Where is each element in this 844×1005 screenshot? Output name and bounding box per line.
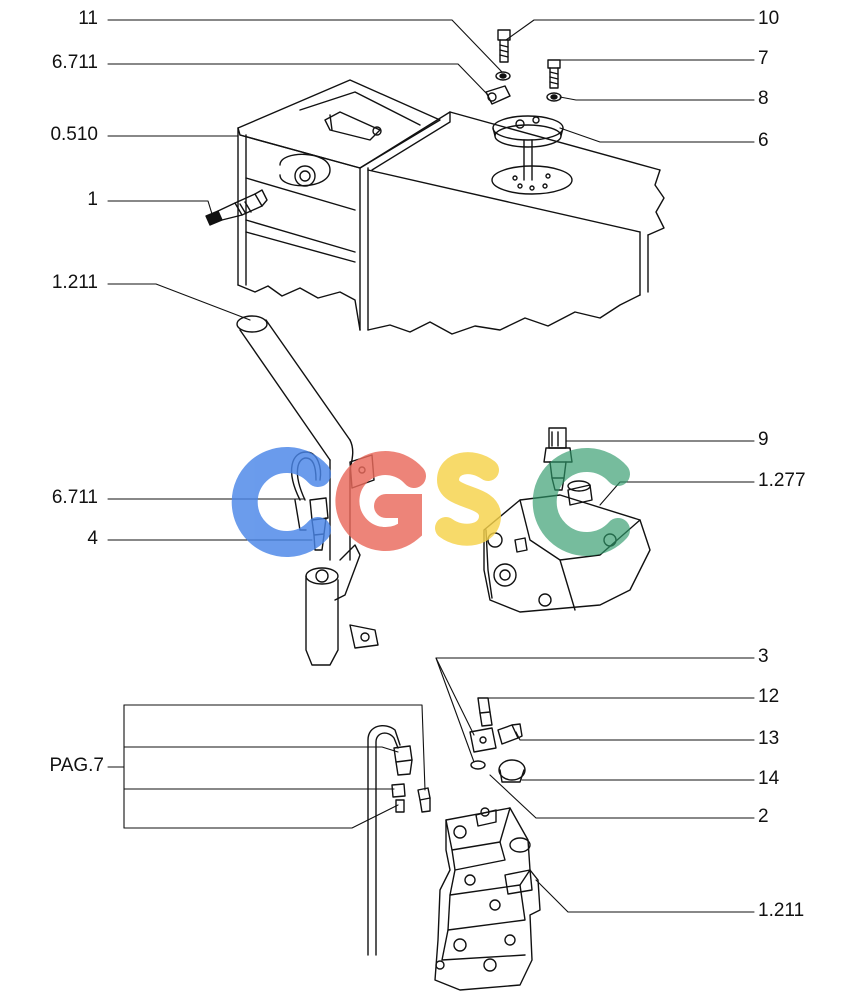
label-0-510: 0.510 [50,124,98,145]
label-1-277: 1.277 [758,470,806,491]
watermark-letter-g [335,451,426,552]
watermark-letter-c1 [231,447,331,557]
sensor-1-drawing [205,189,268,226]
label-12: 12 [758,686,780,707]
cgsc-watermark [231,447,630,557]
label-10: 10 [758,8,780,29]
watermark-letter-c2 [532,448,630,556]
label-4: 4 [87,528,98,549]
label-1: 1 [87,189,98,210]
fuel-tank-drawing [237,79,665,335]
label-9: 9 [758,429,769,450]
leader-lines [107,19,755,913]
label-14: 14 [758,768,780,789]
label-6-711-mid: 6.711 [51,487,98,508]
label-13: 13 [758,728,780,749]
screws-drawing [485,29,562,105]
label-1-211-bottom: 1.211 [758,900,805,921]
label-pag-7: PAG.7 [49,755,104,776]
label-3: 3 [758,646,769,667]
label-1-211-top: 1.211 [51,272,98,293]
watermark-letter-s [435,452,502,546]
label-2: 2 [758,806,769,827]
fittings-drawing [469,697,526,783]
label-7: 7 [758,48,769,69]
pag7-hoses-drawing [367,724,431,956]
label-6: 6 [758,130,769,151]
label-8: 8 [758,88,769,109]
valve-assembly-drawing [434,807,541,991]
label-11: 11 [78,8,98,29]
label-6-711-top: 6.711 [51,52,98,73]
